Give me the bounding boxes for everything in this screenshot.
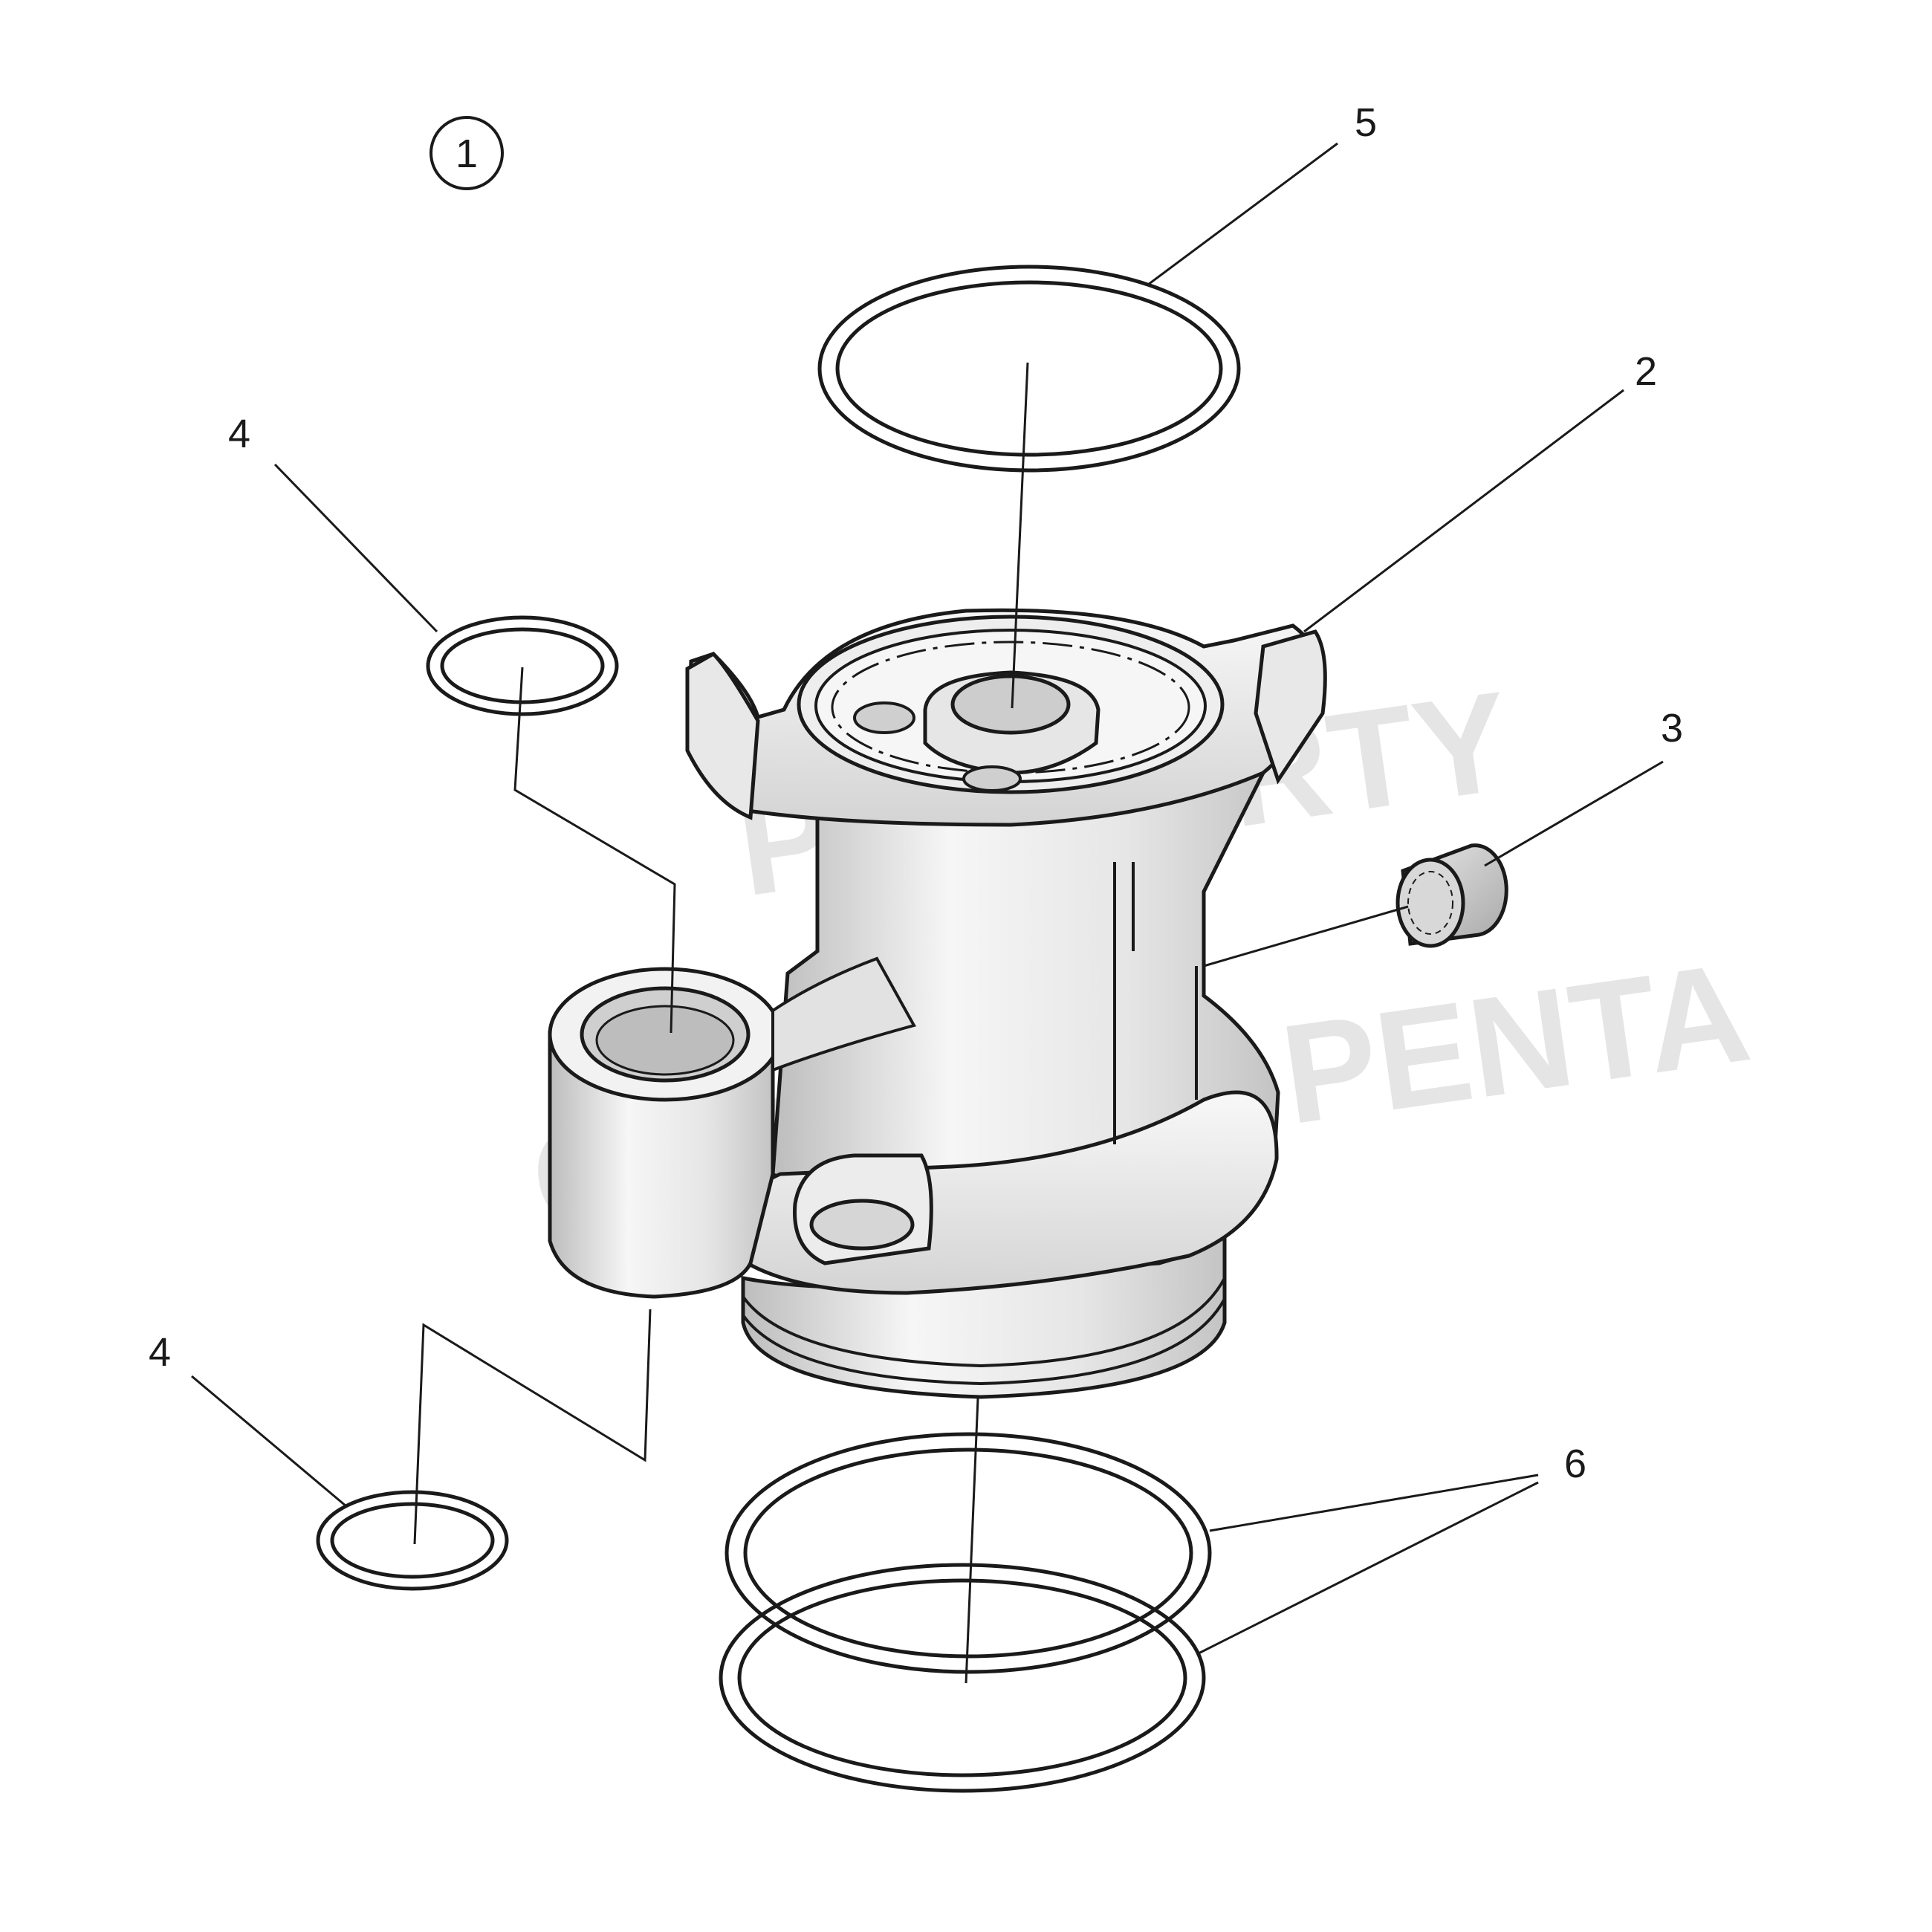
o-rings-part-6 bbox=[719, 1432, 1212, 1793]
plug-part-3 bbox=[1395, 843, 1508, 948]
housing-part-2 bbox=[548, 608, 1327, 1399]
o-ring-part-4-lower bbox=[316, 1490, 509, 1591]
callout-4-lower: 4 bbox=[149, 1330, 171, 1375]
o-ring-part-5 bbox=[817, 265, 1241, 473]
assembly-number-badge: 1 bbox=[429, 116, 504, 190]
callout-6: 6 bbox=[1564, 1442, 1586, 1486]
callout-4-upper: 4 bbox=[228, 412, 250, 456]
o-ring-part-4-upper bbox=[426, 615, 619, 716]
assembly-number: 1 bbox=[456, 132, 478, 176]
callout-3: 3 bbox=[1661, 706, 1683, 751]
callout-5: 5 bbox=[1355, 100, 1377, 145]
callout-2: 2 bbox=[1635, 349, 1657, 394]
leader-lines bbox=[191, 142, 1664, 1684]
